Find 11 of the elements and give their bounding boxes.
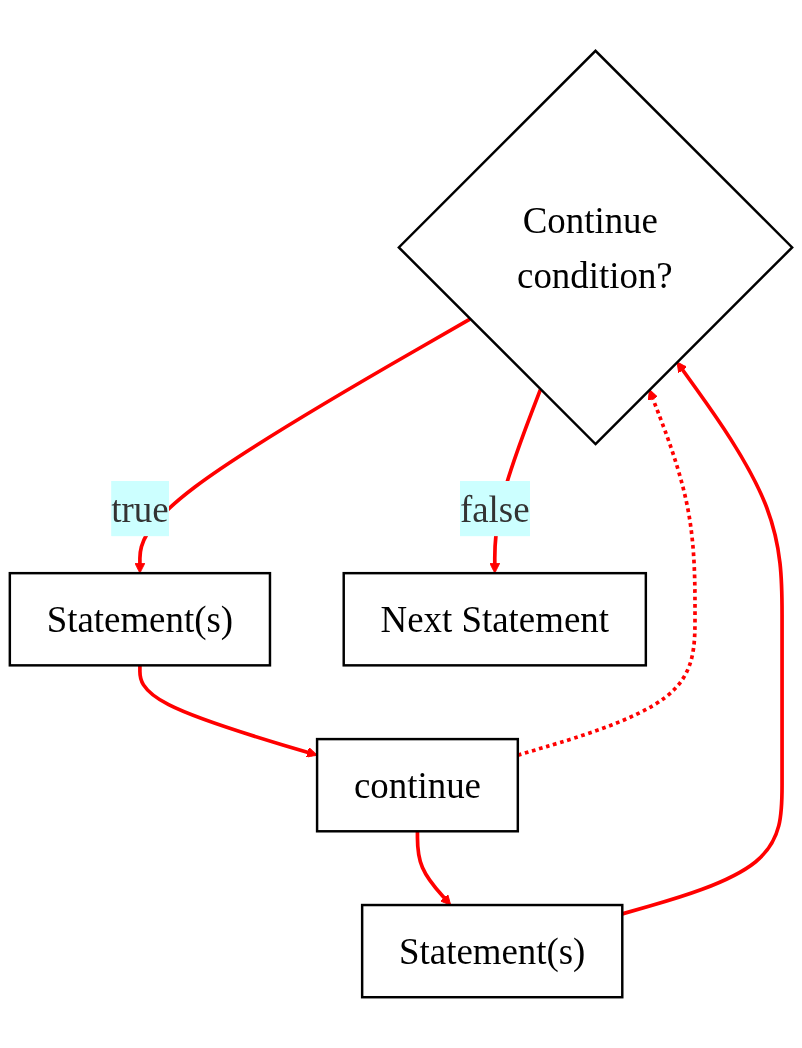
node-box: Statement(s) [8, 571, 272, 667]
arrow [138, 665, 318, 758]
edge-label: true [111, 488, 169, 529]
node-diamond: Continue condition? [397, 49, 794, 446]
arrow [517, 389, 697, 757]
arrow [134, 317, 471, 574]
node-box: Next Statement [342, 571, 648, 667]
node-box: continue [315, 737, 520, 833]
edge-label: false [459, 488, 530, 529]
node-box: Statement(s) [360, 903, 624, 999]
arrow [415, 831, 452, 906]
